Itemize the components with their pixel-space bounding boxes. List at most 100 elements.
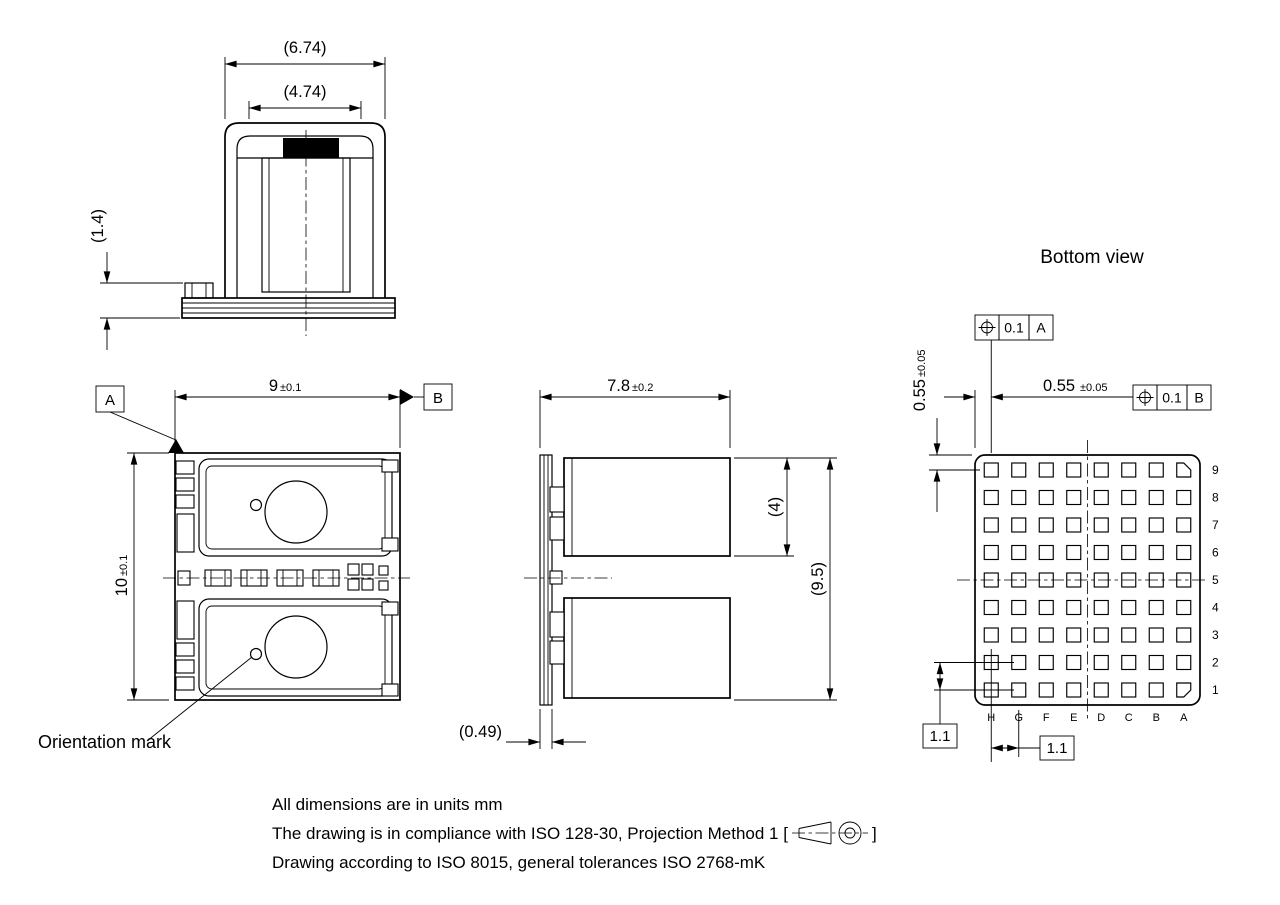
front-view-body: [174, 452, 401, 701]
bga-pad: [983, 599, 999, 616]
bga-pad: [1148, 627, 1164, 643]
bga-pad: [1148, 489, 1164, 506]
dim-text-edge-offset-y: 0.55: [911, 379, 929, 411]
bga-pad: [1038, 544, 1054, 561]
note-text: Drawing according to ISO 8015, general t…: [272, 853, 766, 872]
bga-pad: [1011, 599, 1027, 616]
front-view-upper-module: [198, 458, 393, 557]
row-label: 4: [1212, 601, 1219, 615]
fcf-b-tolerance: 0.1: [1162, 390, 1182, 406]
dim-tol-edge-offset-x: ±0.05: [1080, 382, 1107, 394]
bga-pad: [1121, 599, 1137, 616]
orientation-mark: [249, 647, 263, 661]
dim-tol-edge-offset-y: ±0.05: [916, 350, 928, 377]
bga-pad: [1121, 544, 1137, 561]
first-angle-projection-icon: [791, 821, 868, 845]
datum-b-letter: B: [433, 390, 443, 407]
bga-pad: [1038, 627, 1054, 643]
bga-pad: [1066, 682, 1082, 698]
row-label: 3: [1212, 628, 1219, 642]
bga-pad: [1011, 627, 1027, 643]
dim-text-stack-height: (1.4): [89, 209, 107, 243]
bga-pad: [1011, 489, 1027, 506]
datum-a-symbol: A: [95, 385, 184, 453]
dim-text-front-height: 10: [113, 578, 131, 596]
bga-pad: [1121, 654, 1137, 671]
row-label: 1: [1212, 683, 1219, 697]
row-label: 5: [1212, 573, 1219, 587]
bga-pad: [1176, 517, 1192, 533]
bga-pad: [983, 544, 999, 561]
bga-pad: [1093, 489, 1109, 506]
bga-pad: [1148, 544, 1164, 561]
bga-pad: [1066, 462, 1082, 478]
position-symbol-icon: [978, 319, 996, 336]
note-text: The drawing is in compliance with ISO 12…: [272, 824, 788, 843]
bga-pad: [1066, 517, 1082, 533]
bga-pad: [1011, 517, 1027, 533]
row-label: 7: [1212, 518, 1219, 532]
dim-text-overall-height: (9.5): [809, 562, 827, 596]
bga-pad: [1038, 517, 1054, 533]
col-label: G: [1014, 712, 1023, 724]
col-label: B: [1153, 712, 1160, 724]
datum-a-letter: A: [105, 392, 115, 409]
fcf-a-datum: A: [1036, 320, 1046, 336]
bga-pad: [1148, 517, 1164, 533]
bga-pad: [1093, 627, 1109, 643]
dim-text-side-width: 7.8: [607, 377, 630, 395]
bga-pad: [1093, 599, 1109, 616]
ball-col-labels: H G F E D C B A: [987, 712, 1188, 724]
row-label: 9: [1212, 463, 1219, 477]
bga-pad: [1121, 517, 1137, 533]
datum-b-triangle: [400, 389, 414, 405]
side-view-part: [524, 454, 731, 706]
dim-text-module-height: (4): [766, 497, 784, 517]
side-component: [184, 282, 214, 299]
dim-inner-width: (4.74): [248, 83, 362, 119]
top-view-part-outline: [181, 122, 396, 336]
front-view: 9 ±0.1 A B 10 ±0.1 Orientation mark: [38, 377, 453, 752]
bga-pad: [1121, 489, 1137, 506]
sensor-block: [283, 138, 339, 158]
bga-pad: [1066, 489, 1082, 506]
bga-pad: [1011, 462, 1027, 478]
bga-pad: [1176, 627, 1192, 643]
dim-edge-offset-x: 0.55 ±0.05: [944, 377, 1133, 448]
bga-pad: [983, 627, 999, 643]
bga-pad: [1011, 544, 1027, 561]
dim-module-height: (4): [734, 457, 837, 557]
bga-pad: [1093, 682, 1109, 698]
bga-pad: [1066, 544, 1082, 561]
bottom-view: Bottom view 0.1 A 0: [911, 247, 1219, 762]
row-label: 8: [1212, 491, 1219, 505]
upper-block: [563, 457, 731, 557]
bga-pad: [1148, 682, 1164, 698]
bga-pad: [1038, 682, 1054, 698]
row-label: 6: [1212, 546, 1219, 560]
fcf-b-datum: B: [1194, 390, 1203, 406]
ball-pitch-col-value: 1.1: [1047, 740, 1068, 757]
front-view-center-components: [177, 563, 389, 591]
row-label: 2: [1212, 656, 1219, 670]
bga-pad: [1038, 599, 1054, 616]
bga-pad: [1093, 654, 1109, 671]
bga-pad: [1066, 654, 1082, 671]
lower-lens-opening: [264, 615, 328, 679]
ball-row-labels: 9 8 7 6 5 4 3 2 1: [1212, 463, 1219, 697]
dim-overall-height: (9.5): [734, 458, 837, 701]
note-line-2: The drawing is in compliance with ISO 12…: [272, 819, 877, 848]
fcf-b: 0.1 B: [1132, 384, 1212, 411]
bga-pad: [1176, 654, 1192, 671]
bga-pad: [1038, 462, 1054, 478]
dim-front-height: 10 ±0.1: [113, 452, 169, 701]
col-label: F: [1043, 712, 1050, 724]
col-label: H: [987, 712, 995, 724]
dim-text-inner-width: (4.74): [283, 83, 326, 101]
upper-lens-opening: [264, 480, 328, 544]
bga-pad: [1148, 654, 1164, 671]
lower-block: [563, 597, 731, 699]
position-symbol-icon: [1136, 389, 1154, 406]
orientation-mark-callout: Orientation mark: [38, 656, 253, 752]
